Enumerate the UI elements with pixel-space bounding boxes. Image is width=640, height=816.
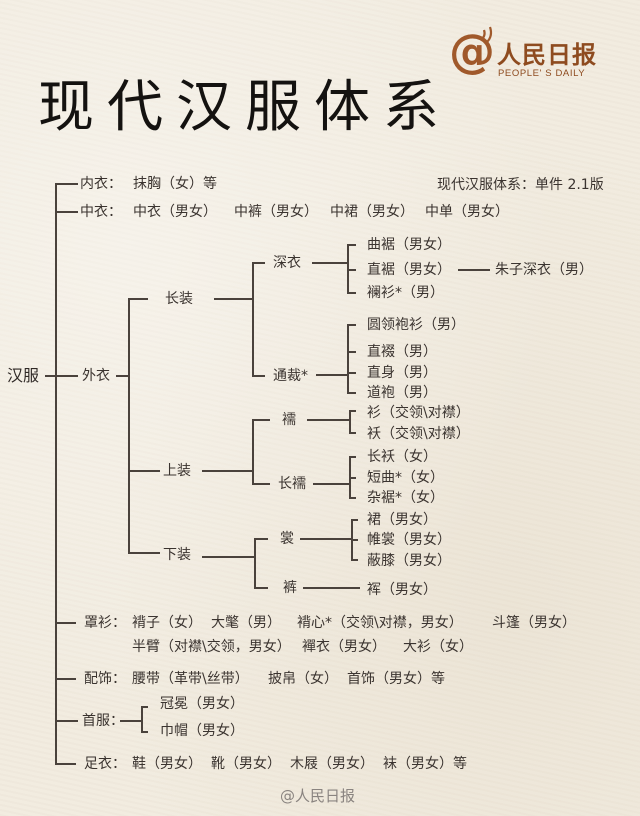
subcategory-label-upper-garment: 上装 (163, 463, 191, 479)
garment-item: 袄（交领\对襟） (367, 426, 470, 442)
signal-waves-icon (480, 26, 493, 43)
garment-item: 直裾（男女） (367, 262, 451, 278)
category-label-accessories: 配饰： (84, 671, 126, 687)
garment-item: 中裙（男女） (330, 204, 414, 220)
category-label-headwear: 首服： (82, 713, 124, 729)
type-label-shenyi: 深衣 (273, 255, 301, 271)
headwear-connectors (120, 706, 148, 733)
subcategory-label-long-garment: 长装 (165, 291, 193, 307)
garment-item: 裙（男女） (367, 512, 437, 528)
weibo-watermark: @人民日报 (280, 787, 356, 805)
type-label-chang: 裳 (280, 531, 294, 547)
version-note: 现代汉服体系：单件 2.1版 (437, 177, 604, 193)
type-label-ru: 襦 (282, 412, 296, 428)
garment-item: 抹胸（女）等 (133, 176, 217, 192)
garment-item: 腰带（革带\丝带） (132, 671, 249, 687)
garment-item: 蔽膝（男女） (367, 553, 451, 569)
root-node-hanfu: 汉服 (7, 366, 40, 385)
garment-item: 木屐（男女） (290, 756, 374, 772)
type-label-tongcai: 通裁* (273, 368, 308, 384)
long-garment-connectors (214, 244, 490, 394)
garment-item: 衫（交领\对襟） (367, 405, 470, 421)
garment-item: 半臂（对襟\交领，男女） (132, 639, 291, 655)
garment-item: 鞋（男女） (132, 756, 202, 772)
garment-item: 褙子（女） (132, 615, 202, 631)
garment-item: 袜（男女）等 (383, 756, 467, 772)
category-label-inner-wear: 内衣： (80, 176, 122, 192)
trunk-connectors (45, 183, 129, 765)
garment-item: 杂裾*（女） (367, 490, 444, 506)
category-label-footwear: 足衣： (84, 756, 126, 772)
garment-item: 襕衫*（男） (367, 285, 444, 301)
garment-item: 帷裳（男女） (367, 532, 451, 548)
garment-item: 中裤（男女） (234, 204, 318, 220)
lower-garment-connectors (202, 519, 360, 589)
logo-name-cn: 人民日报 (497, 41, 597, 69)
garment-item: 曲裾（男女） (367, 237, 451, 253)
garment-item: 褙心*（交领\对襟，男女） (297, 615, 463, 631)
outer-wear-connectors (128, 298, 160, 554)
upper-garment-connectors (202, 410, 356, 499)
garment-item: 大衫（女） (403, 639, 473, 655)
garment-item-derivative: 朱子深衣（男） (495, 262, 593, 278)
page-title: 现代汉服体系 (38, 75, 452, 140)
garment-item: 圆领袍衫（男） (367, 317, 465, 333)
garment-item: 直身（男） (367, 365, 437, 381)
category-label-overcoat: 罩衫： (84, 615, 126, 631)
category-label-middle-wear: 中衣： (80, 204, 122, 220)
type-label-ku: 裤 (283, 580, 297, 596)
garment-item: 巾帽（男女） (160, 723, 244, 739)
garment-item: 裈（男女） (367, 582, 437, 598)
garment-item: 道袍（男） (367, 385, 437, 401)
garment-item: 首饰（男女）等 (347, 671, 445, 687)
garment-item: 襌衣（男女） (302, 639, 386, 655)
garment-item: 大氅（男） (211, 615, 281, 631)
subcategory-label-lower-garment: 下装 (163, 547, 191, 563)
garment-item: 中衣（男女） (133, 204, 217, 220)
garment-item: 短曲*（女） (367, 470, 444, 486)
type-label-changru: 长襦 (278, 476, 306, 492)
category-label-outer-wear: 外衣 (82, 368, 110, 384)
garment-item: 披帛（女） (268, 671, 338, 687)
garment-item: 直裰（男） (367, 344, 437, 360)
garment-item: 长袄（女） (367, 449, 437, 465)
logo-name-en: PEOPLE' S DAILY (498, 68, 586, 79)
garment-item: 中单（男女） (425, 204, 509, 220)
garment-item: 靴（男女） (211, 756, 281, 772)
people-daily-at-logo-icon: @ (449, 24, 495, 78)
garment-item: 斗篷（男女） (492, 615, 576, 631)
garment-item: 冠冕（男女） (160, 696, 244, 712)
